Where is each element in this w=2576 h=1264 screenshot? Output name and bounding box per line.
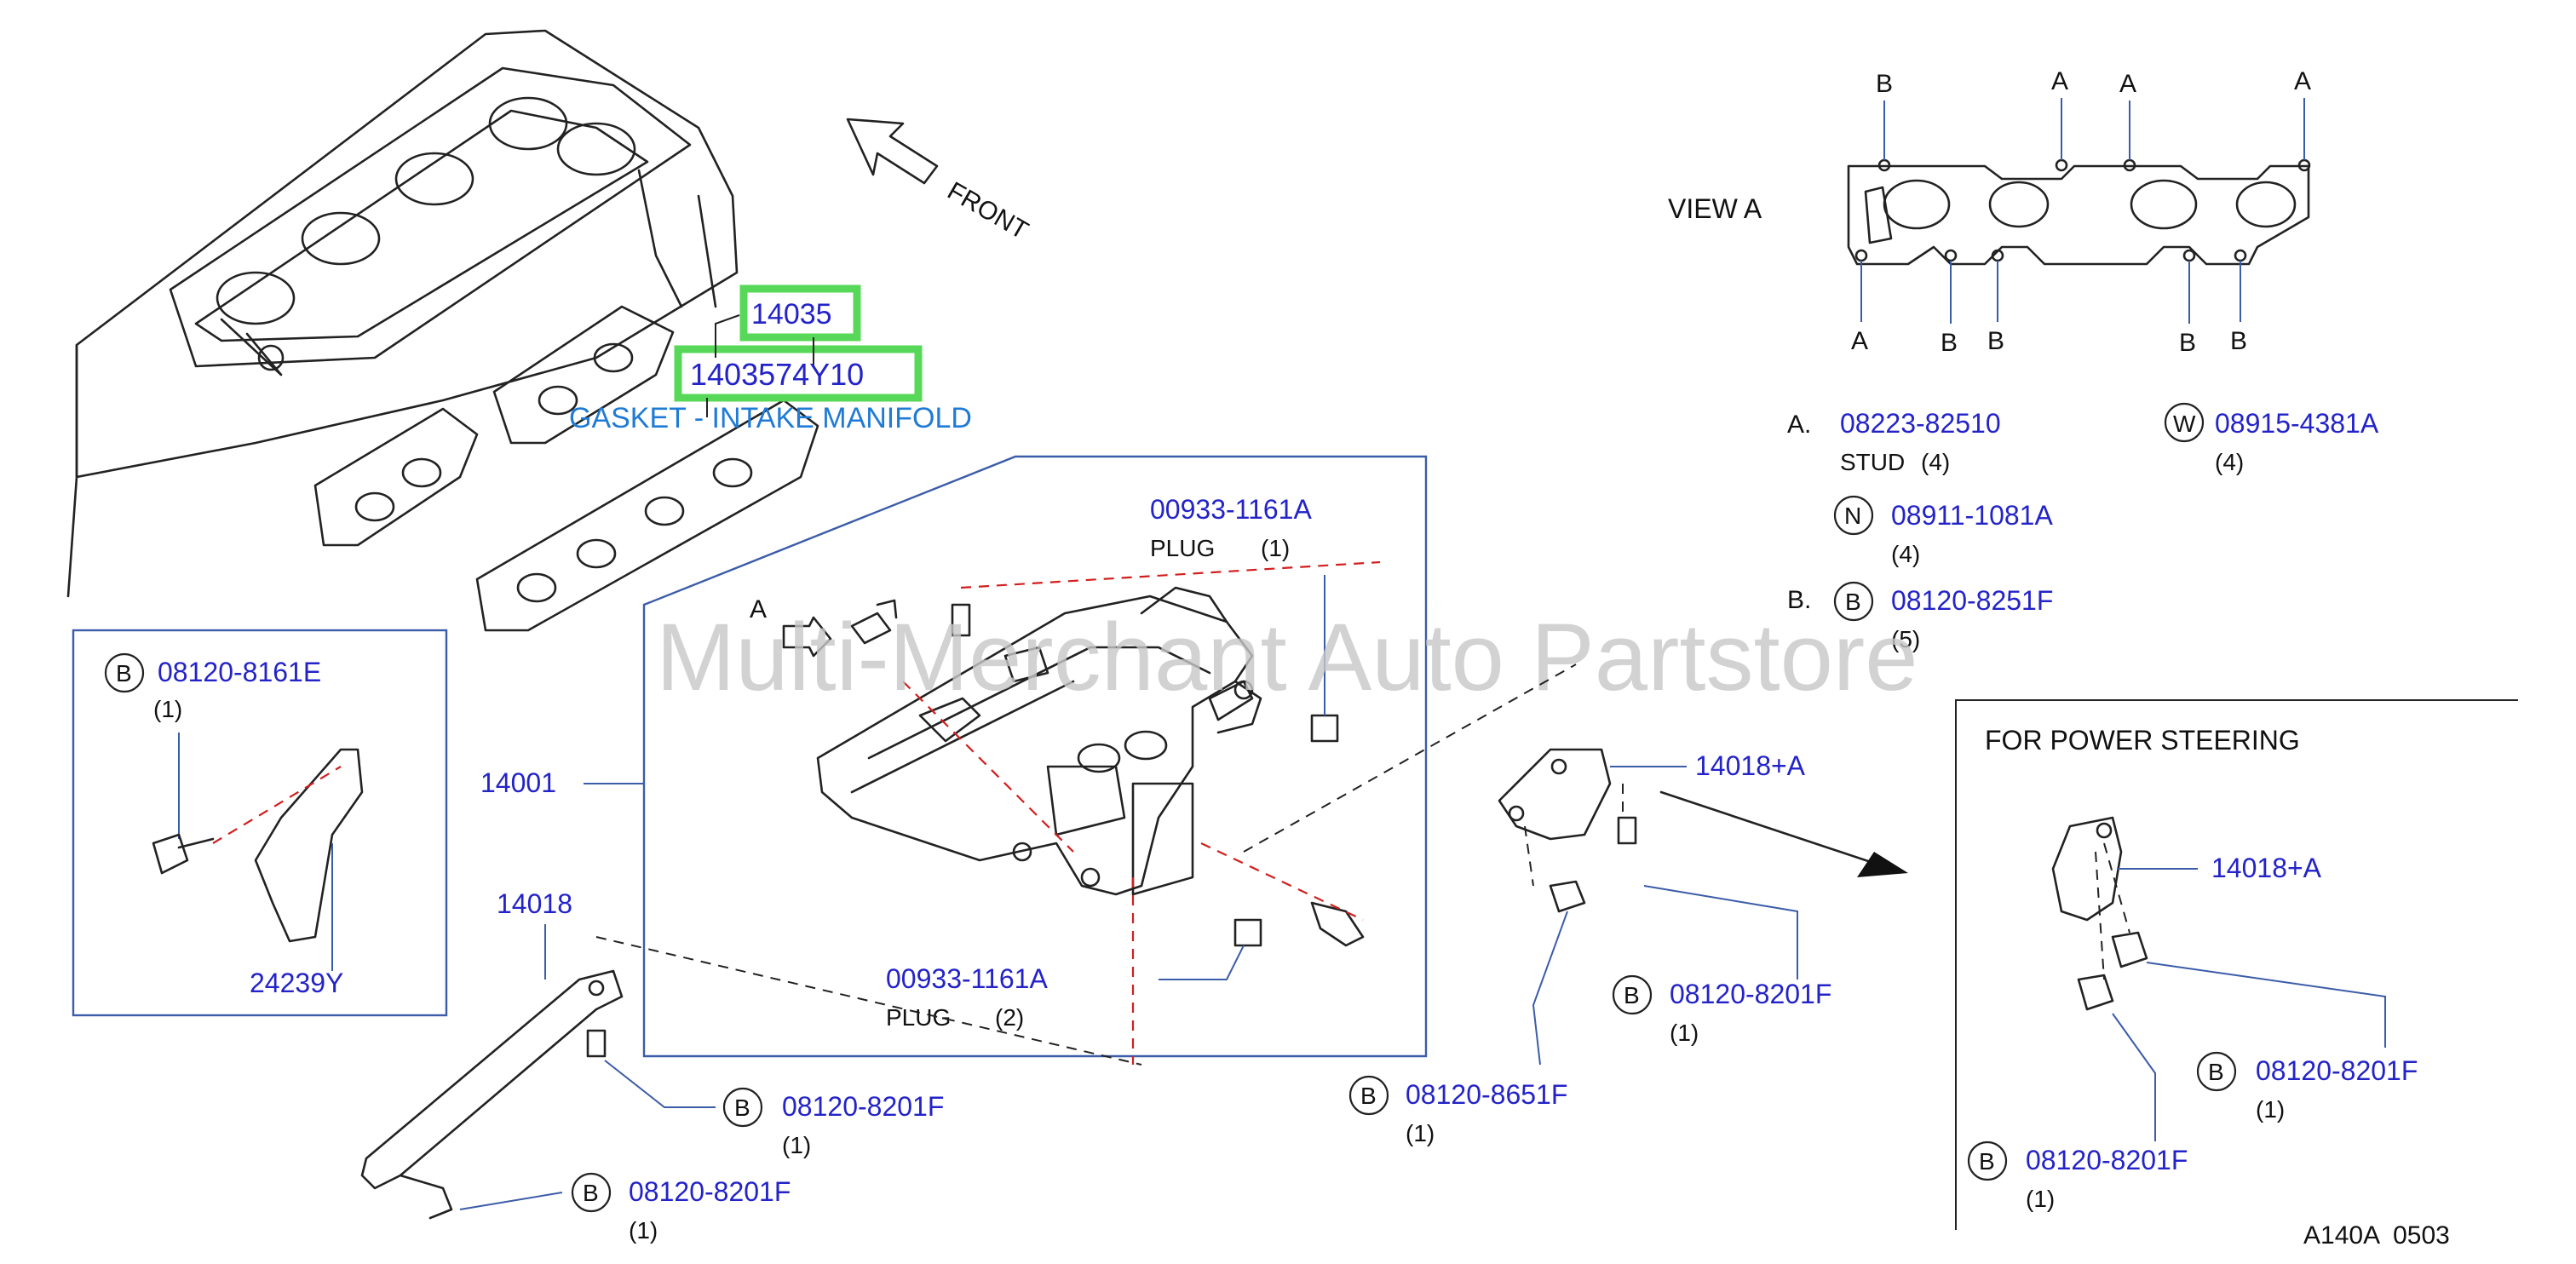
cylinder-head-drawing [66, 29, 739, 598]
bracket-bolt-2-qty: (1) [1406, 1120, 1435, 1146]
stay-bolt-2-part: 08120-8201F [629, 1176, 791, 1207]
gasket-name: GASKET - INTAKE MANIFOLD [569, 402, 972, 434]
ps-bolt-1-symbol-icon [2196, 1051, 2237, 1092]
legend-w-symbol: W [2173, 411, 2196, 437]
plug-top-qty: (1) [1261, 535, 1290, 561]
legend-b-part: 08120-8251F [1891, 585, 2053, 616]
stay-bolt-2-symbol: B [583, 1180, 599, 1206]
power-steering-bracket-part: 14018+A [2211, 853, 2322, 883]
intake-gasket-drawing [313, 305, 819, 632]
stay-bolt-1-part: 08120-8201F [782, 1091, 944, 1122]
plug-bottom-qty: (2) [995, 1004, 1024, 1031]
left-box-symbol: B [116, 660, 132, 687]
bracket-bolt-1-part: 08120-8201F [1670, 979, 1831, 1009]
view-a-marker: A [750, 595, 767, 623]
legend-w-part: 08915-4381A [2215, 408, 2379, 439]
left-bracket-drawing [152, 748, 364, 943]
power-steering-frame [1955, 699, 2518, 1230]
ps-bolt-1-symbol: B [2208, 1059, 2224, 1085]
w-symbol-icon [2164, 402, 2205, 443]
view-a-callout-bottom-2: B [1941, 329, 1958, 357]
view-a-leaders [1860, 98, 2305, 324]
intake-manifold-drawing [816, 586, 1262, 896]
legend-b-symbol: B [1845, 589, 1861, 615]
bracket-bolt-1-symbol-icon [1612, 974, 1653, 1015]
legend-a-qty: (4) [1921, 449, 1950, 475]
bracket-bolt-2-symbol-icon [1348, 1075, 1389, 1116]
stay-bolt-1-symbol-icon [722, 1087, 763, 1128]
ps-bolt-2-symbol-icon [1967, 1140, 2008, 1181]
ps-bolt-2-qty: (1) [2026, 1186, 2055, 1212]
ps-bolt-1-qty: (1) [2256, 1096, 2285, 1123]
highlight-box-part-2 [674, 345, 923, 402]
legend-b-prefix: B. [1787, 586, 1811, 614]
stay-drawing [360, 969, 624, 1220]
centerline-2 [902, 681, 1074, 853]
ps-bolt-2-part: 08120-8201F [2026, 1145, 2188, 1175]
bracket-14018a-drawing [1498, 748, 1637, 913]
plug-top-part: 00933-1161A [1150, 494, 1312, 525]
left-box-bolt-qty: (1) [153, 696, 182, 722]
b-symbol-icon [1833, 581, 1874, 622]
legend-n-qty: (4) [1891, 541, 1920, 567]
bracket-bolt-1-symbol: B [1624, 982, 1640, 1008]
view-a-callout-top-4: A [2294, 67, 2311, 95]
centerline-1 [960, 560, 1381, 589]
diagram-code: A140A 0503 [2303, 1221, 2450, 1250]
left-box-bolt-part: 08120-8161E [158, 657, 321, 687]
n-symbol-icon [1833, 495, 1874, 536]
front-label: FRONT [943, 176, 1033, 244]
view-a-callout-top-3: A [2119, 70, 2136, 98]
stay-bolt-1-qty: (1) [782, 1132, 811, 1158]
watermark: Multi-Merchant Auto Partstore [656, 604, 1918, 710]
view-a-callout-bottom-1: A [1851, 327, 1868, 355]
bracket-bolt-1-qty: (1) [1670, 1020, 1699, 1046]
stay-part: 14018 [497, 888, 572, 919]
view-a-callout-top-2: A [2051, 67, 2068, 95]
bracket-part: 14018+A [1695, 750, 1806, 781]
centerline-3 [1200, 842, 1364, 921]
part-number-14035: 14035 [751, 298, 832, 330]
front-arrow-icon [846, 118, 939, 185]
left-box-frame [72, 629, 448, 1017]
legend-a-prefix: A. [1787, 411, 1811, 439]
manifold-part: 14001 [480, 767, 556, 798]
stay-bolt-1-symbol: B [734, 1095, 750, 1121]
view-a-gasket-drawing [1847, 158, 2311, 266]
manifold-frame [642, 455, 1428, 1058]
part-number-1403574y10: 1403574Y10 [690, 357, 864, 392]
view-a-callout-bottom-3: B [1987, 327, 2004, 355]
legend-n-symbol: N [1844, 503, 1861, 529]
view-a-title: VIEW A [1668, 193, 1762, 224]
ps-bolt-2-symbol: B [1979, 1148, 1995, 1175]
legend-a-desc: STUD [1840, 449, 1905, 475]
plug-bottom-desc: PLUG [886, 1004, 951, 1031]
view-a-callout-bottom-4: B [2179, 329, 2196, 357]
ps-bolt-1-part: 08120-8201F [2256, 1055, 2418, 1086]
view-a-arrow-icon [782, 616, 832, 658]
left-box-b-symbol-icon [104, 652, 145, 693]
power-steering-title: FOR POWER STEERING [1985, 725, 2300, 756]
stay-bolt-2-symbol-icon [571, 1172, 612, 1213]
legend-w-qty: (4) [2215, 449, 2244, 475]
highlight-box-part-1 [739, 284, 861, 342]
legend-b-qty: (5) [1891, 626, 1920, 652]
view-a-callout-bottom-5: B [2230, 327, 2247, 355]
bracket-bolt-2-symbol: B [1360, 1083, 1377, 1109]
view-a-callout-top-1: B [1876, 70, 1893, 98]
bracket-bolt-2-part: 08120-8651F [1406, 1079, 1567, 1110]
legend-n-part: 08911-1081A [1891, 500, 2053, 531]
stay-bolt-2-qty: (1) [629, 1217, 658, 1244]
legend-a-part: 08223-82510 [1840, 408, 2001, 439]
plug-bottom-part: 00933-1161A [886, 963, 1048, 994]
plug-top-desc: PLUG [1150, 535, 1215, 561]
left-box-bracket-part: 24239Y [250, 968, 343, 998]
